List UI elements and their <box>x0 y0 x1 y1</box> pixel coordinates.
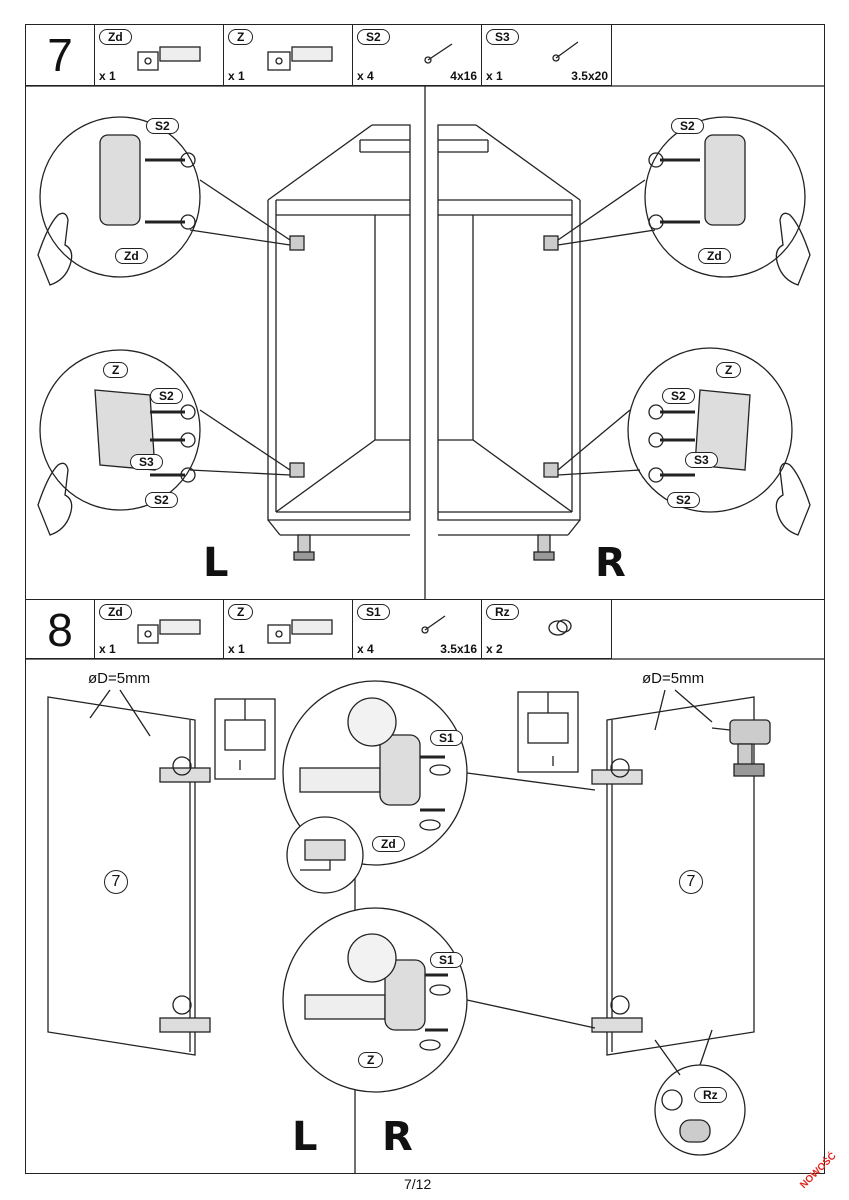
step-7-number: 7 <box>47 29 73 81</box>
part-qty: x 1 <box>228 69 245 83</box>
part-code: S2 <box>357 29 390 45</box>
part-s2: S2 x 4 4x16 <box>353 25 482 85</box>
step-7-parts-bar: Zd x 1 Z x 1 S2 x 4 4x16 S3 x 1 3.5x20 <box>95 24 612 86</box>
part-size: 3.5x20 <box>571 69 608 83</box>
part-zd: Zd x 1 <box>95 600 224 658</box>
callout-s2: S2 <box>146 118 179 134</box>
callout-zd: Zd <box>698 248 731 264</box>
part-qty: x 1 <box>486 69 503 83</box>
part-code: Zd <box>99 29 132 45</box>
part-code: Z <box>228 29 254 45</box>
left-label: L <box>203 540 229 586</box>
part-qty: x 2 <box>486 642 503 656</box>
callout-s1: S1 <box>430 952 463 968</box>
part-size: 3.5x16 <box>440 642 477 656</box>
callout-s2: S2 <box>662 388 695 404</box>
part-z: Z x 1 <box>224 25 353 85</box>
part-qty: x 4 <box>357 69 374 83</box>
right-label: R <box>595 540 626 586</box>
callout-z: Z <box>358 1052 384 1068</box>
page-number: 7/12 <box>404 1176 432 1192</box>
door-part-number: 7 <box>679 870 703 894</box>
callout-rz: Rz <box>694 1087 727 1103</box>
part-qty: x 1 <box>99 642 116 656</box>
callout-s2: S2 <box>150 388 183 404</box>
part-qty: x 1 <box>99 69 116 83</box>
callout-z: Z <box>103 362 129 378</box>
part-code: Z <box>228 604 254 620</box>
right-label: R <box>382 1114 413 1160</box>
callout-s2: S2 <box>667 492 700 508</box>
part-zd: Zd x 1 <box>95 25 224 85</box>
left-label: L <box>292 1114 318 1160</box>
callout-s2: S2 <box>671 118 704 134</box>
callout-s3: S3 <box>130 454 163 470</box>
part-s3: S3 x 1 3.5x20 <box>482 25 612 85</box>
step-7-panel <box>25 24 825 600</box>
callout-zd: Zd <box>372 836 405 852</box>
part-qty: x 1 <box>228 642 245 656</box>
part-code: Zd <box>99 604 132 620</box>
part-code: S3 <box>486 29 519 45</box>
part-z: Z x 1 <box>224 600 353 658</box>
part-s1: S1 x 4 3.5x16 <box>353 600 482 658</box>
callout-s3: S3 <box>685 452 718 468</box>
hole-diameter-label: øD=5mm <box>642 670 705 687</box>
step-8-parts-bar: Zd x 1 Z x 1 S1 x 4 3.5x16 Rz x 2 <box>95 599 612 659</box>
callout-s1: S1 <box>430 730 463 746</box>
callout-zd: Zd <box>115 248 148 264</box>
hole-diameter-label: øD=5mm <box>88 670 151 687</box>
step-8-number: 8 <box>47 604 73 656</box>
part-rz: Rz x 2 <box>482 600 612 658</box>
callout-s2: S2 <box>145 492 178 508</box>
part-code: Rz <box>486 604 519 620</box>
part-size: 4x16 <box>450 69 477 83</box>
door-part-number: 7 <box>104 870 128 894</box>
callout-z: Z <box>716 362 742 378</box>
part-qty: x 4 <box>357 642 374 656</box>
part-code: S1 <box>357 604 390 620</box>
